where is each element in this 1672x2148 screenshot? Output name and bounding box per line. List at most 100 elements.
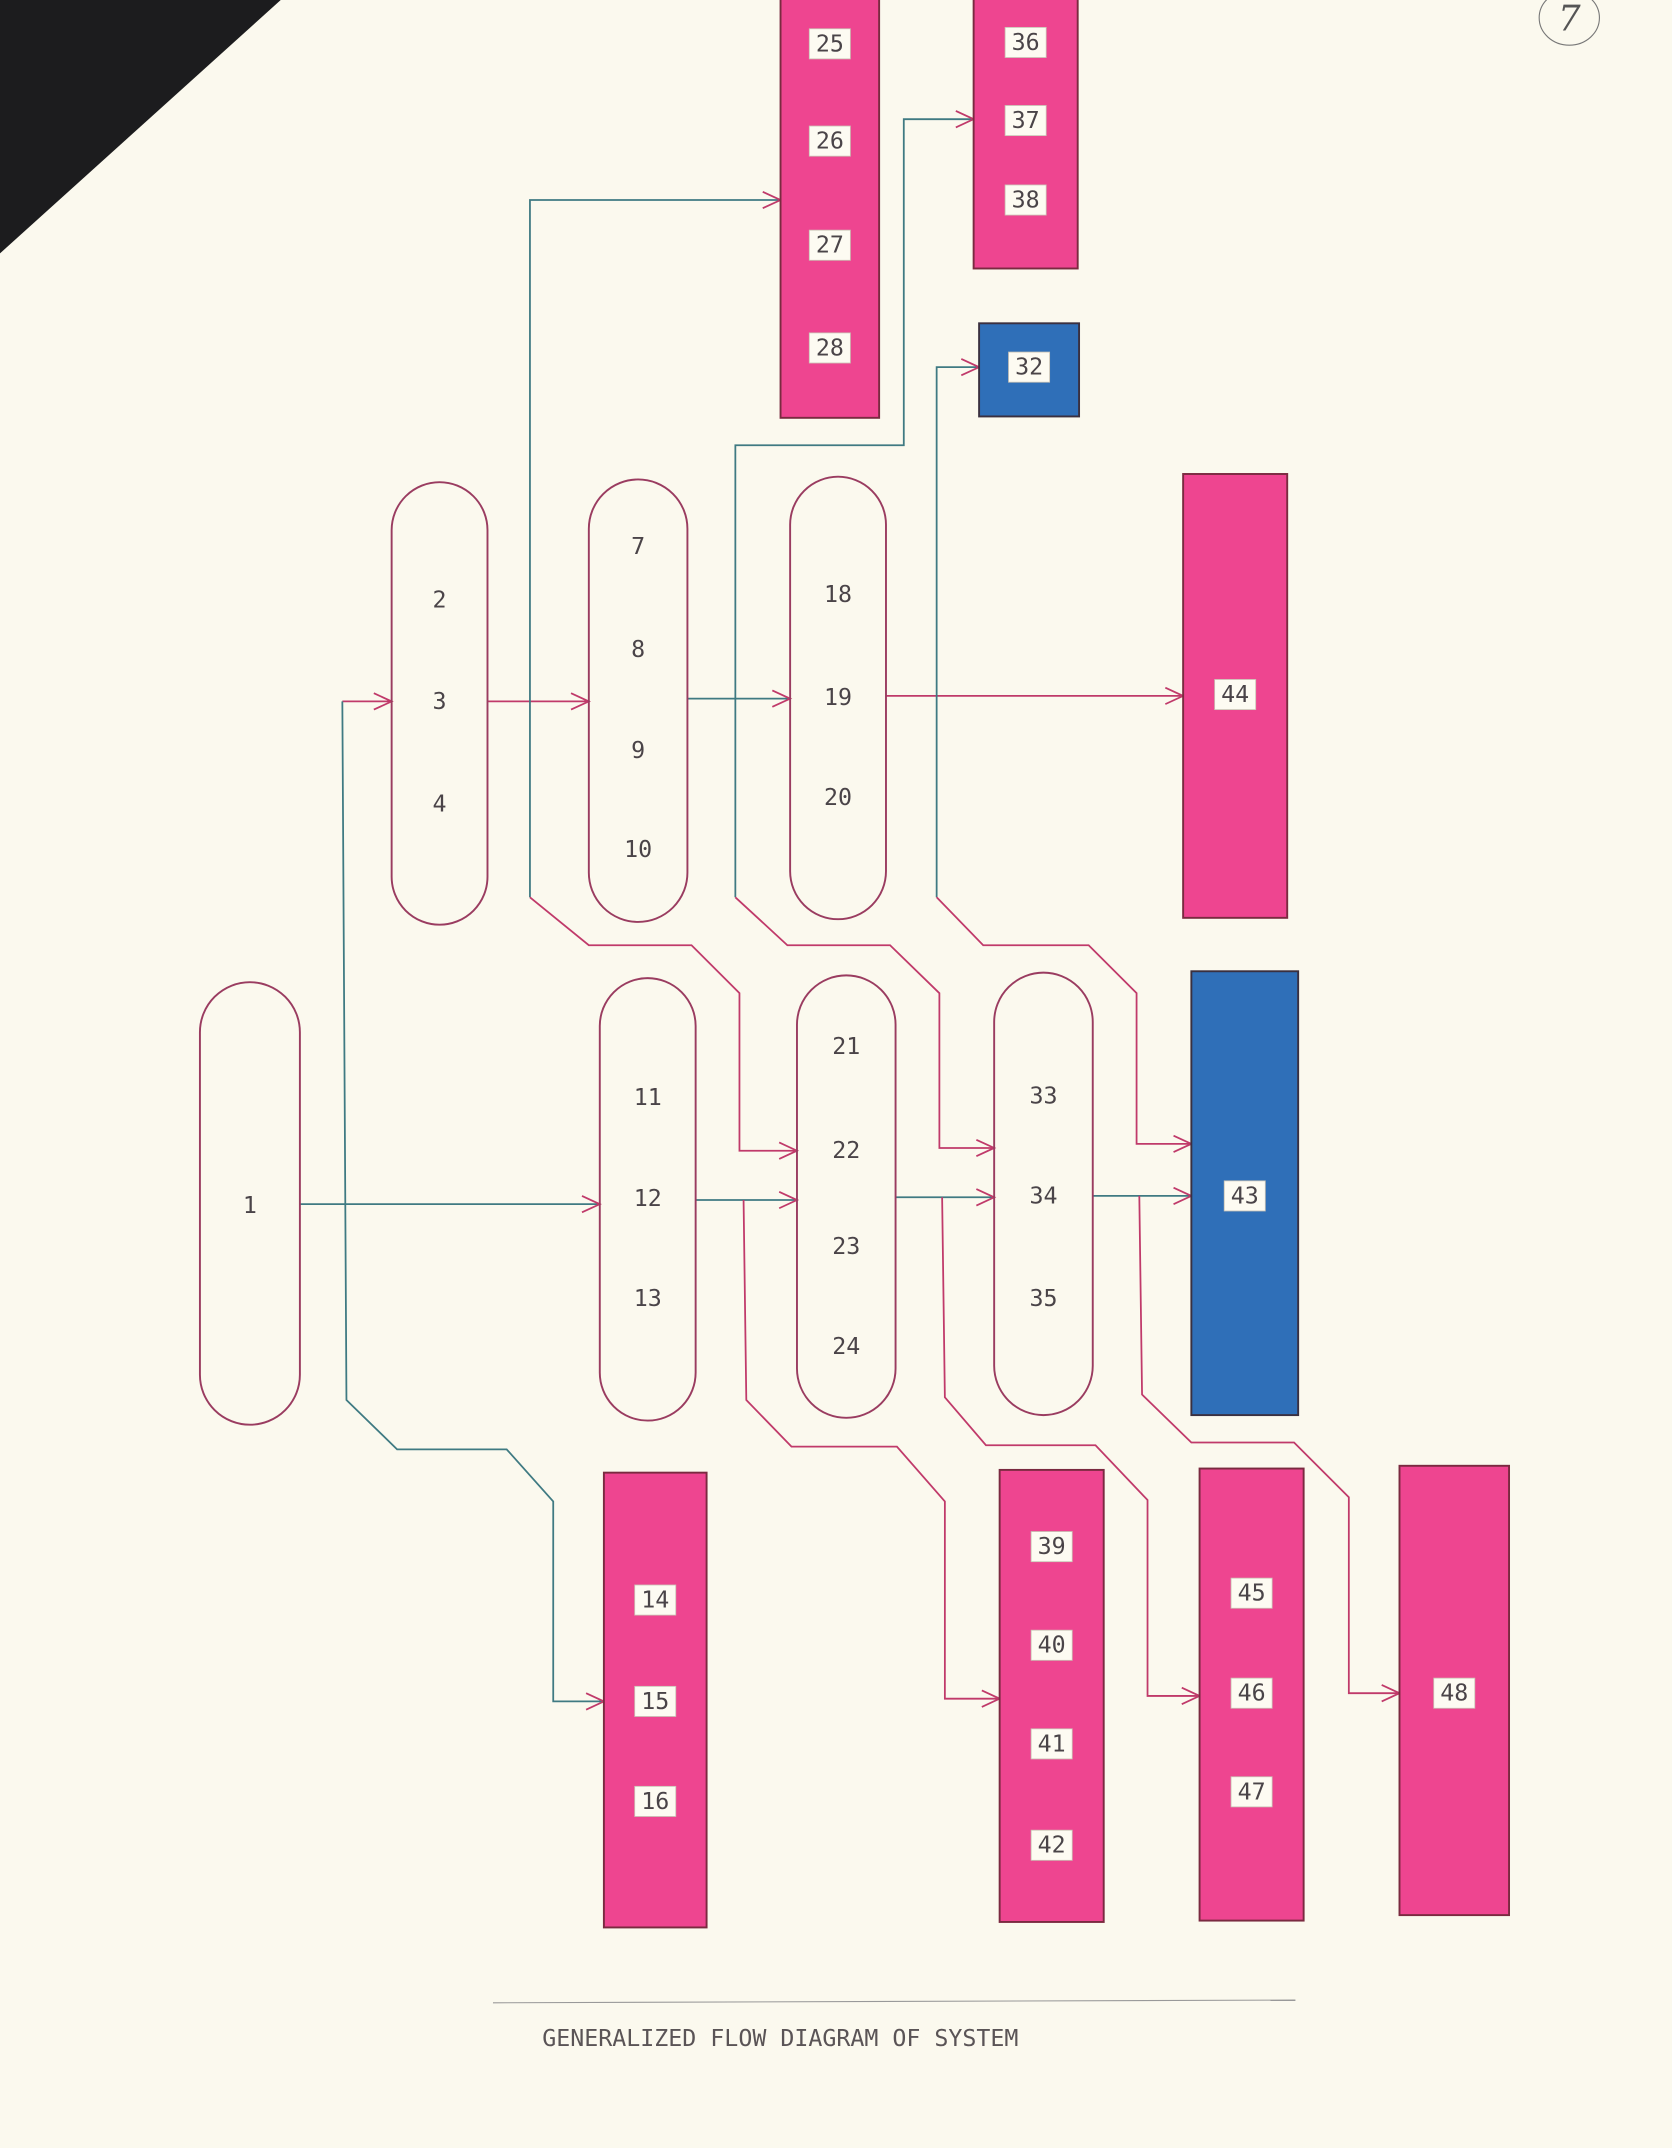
step-label: 19 — [824, 684, 852, 711]
connector-line — [1138, 1195, 1400, 1695]
step-label: 34 — [1029, 1182, 1057, 1209]
label-tag — [634, 1584, 677, 1616]
process-pill — [789, 475, 887, 921]
connector-line — [936, 896, 1192, 1145]
node-b39: 39 40 41 42 — [998, 1468, 1105, 1923]
label-tag — [1214, 679, 1257, 711]
node-b45: 45 46 47 — [1198, 1467, 1305, 1922]
step-label: 32 — [1015, 354, 1043, 381]
connector-line — [529, 896, 797, 1152]
step-label: 37 — [1012, 107, 1040, 134]
diagram-title: GENERALIZED FLOW DIAGRAM OF SYSTEM — [542, 2025, 1018, 2052]
step-label: 14 — [641, 1587, 669, 1614]
step-label: 12 — [634, 1185, 662, 1212]
step-label: 1 — [243, 1192, 257, 1219]
step-label: 43 — [1231, 1182, 1259, 1209]
step-label: 22 — [832, 1137, 860, 1164]
node-p2: 2 3 4 — [390, 481, 489, 926]
node-b44: 44 — [1182, 473, 1289, 919]
title-rule — [492, 1999, 1296, 2004]
node-b36: 36 37 38 — [972, 0, 1079, 270]
label-tag — [808, 28, 851, 60]
step-label: 47 — [1238, 1778, 1266, 1805]
label-tag — [1223, 1180, 1266, 1212]
process-pill — [587, 478, 689, 923]
step-label: 18 — [824, 581, 852, 608]
node-p4: 18 19 20 — [789, 475, 887, 921]
step-label: 25 — [816, 30, 844, 57]
label-tag — [1230, 1776, 1273, 1808]
process-pill — [993, 971, 1094, 1417]
node-b25: 25 26 27 28 — [779, 0, 881, 419]
step-label: 15 — [641, 1688, 669, 1715]
step-label: 16 — [641, 1788, 669, 1815]
connector-line — [742, 1200, 1000, 1700]
label-tag — [1433, 1677, 1476, 1709]
label-tag — [808, 125, 851, 157]
label-tag — [1030, 1829, 1073, 1861]
label-tag — [1030, 1728, 1073, 1760]
node-b32: 32 — [978, 322, 1081, 418]
node-p7: 33 34 35 — [993, 971, 1094, 1417]
node-p3: 7 8 9 10 — [587, 478, 689, 923]
page-number: 7 — [1558, 0, 1581, 40]
connector-line — [941, 1197, 1200, 1697]
step-label: 27 — [816, 232, 844, 259]
step-label: 21 — [832, 1033, 860, 1060]
step-label: 41 — [1038, 1730, 1066, 1757]
label-tag — [634, 1685, 677, 1717]
step-label: 20 — [824, 784, 852, 811]
label-tag — [808, 229, 851, 261]
process-pill — [390, 481, 489, 926]
step-label: 45 — [1238, 1580, 1266, 1607]
connector-line — [935, 366, 980, 898]
step-label: 8 — [631, 636, 645, 663]
label-tag — [1030, 1531, 1073, 1563]
label-tag — [1004, 105, 1047, 137]
label-tag — [1004, 26, 1047, 58]
node-p1: 1 — [198, 981, 301, 1426]
step-label: 33 — [1029, 1082, 1057, 1109]
step-label: 24 — [832, 1333, 860, 1360]
label-tag — [634, 1785, 677, 1817]
step-label: 7 — [631, 533, 645, 560]
label-tag — [1004, 184, 1047, 216]
step-label: 35 — [1029, 1285, 1057, 1312]
label-tag — [1230, 1677, 1273, 1709]
step-label: 48 — [1440, 1680, 1468, 1707]
process-nodes: 1234789101819201112132122232433343525262… — [198, 0, 1511, 1929]
step-label: 36 — [1012, 29, 1040, 56]
connector-line — [734, 896, 995, 1149]
label-tag — [1030, 1629, 1073, 1661]
step-label: 39 — [1038, 1533, 1066, 1560]
label-tag — [808, 332, 851, 364]
step-label: 42 — [1038, 1832, 1066, 1859]
connector-line — [529, 199, 781, 898]
connector-line — [341, 701, 604, 1703]
node-b43: 43 — [1190, 970, 1300, 1417]
process-pill — [198, 981, 301, 1426]
step-label: 4 — [433, 791, 447, 818]
step-label: 46 — [1238, 1680, 1266, 1707]
node-p5: 11 12 13 — [598, 977, 697, 1422]
step-label: 9 — [631, 737, 645, 764]
node-b48: 48 — [1398, 1464, 1511, 1917]
step-label: 28 — [816, 334, 844, 361]
step-label: 26 — [816, 128, 844, 155]
label-tag — [1230, 1577, 1273, 1609]
step-label: 2 — [433, 587, 447, 614]
step-label: 40 — [1038, 1632, 1066, 1659]
label-tag — [1008, 351, 1051, 383]
step-label: 10 — [624, 836, 652, 863]
process-pill — [598, 977, 697, 1422]
connector-line — [734, 118, 974, 898]
process-pill — [796, 974, 897, 1419]
step-label: 13 — [634, 1285, 662, 1312]
step-label: 38 — [1012, 187, 1040, 214]
step-label: 11 — [634, 1084, 662, 1111]
page-number-mark: 7 — [1538, 0, 1600, 46]
step-label: 3 — [433, 688, 447, 715]
node-b14: 14 15 16 — [602, 1471, 708, 1929]
